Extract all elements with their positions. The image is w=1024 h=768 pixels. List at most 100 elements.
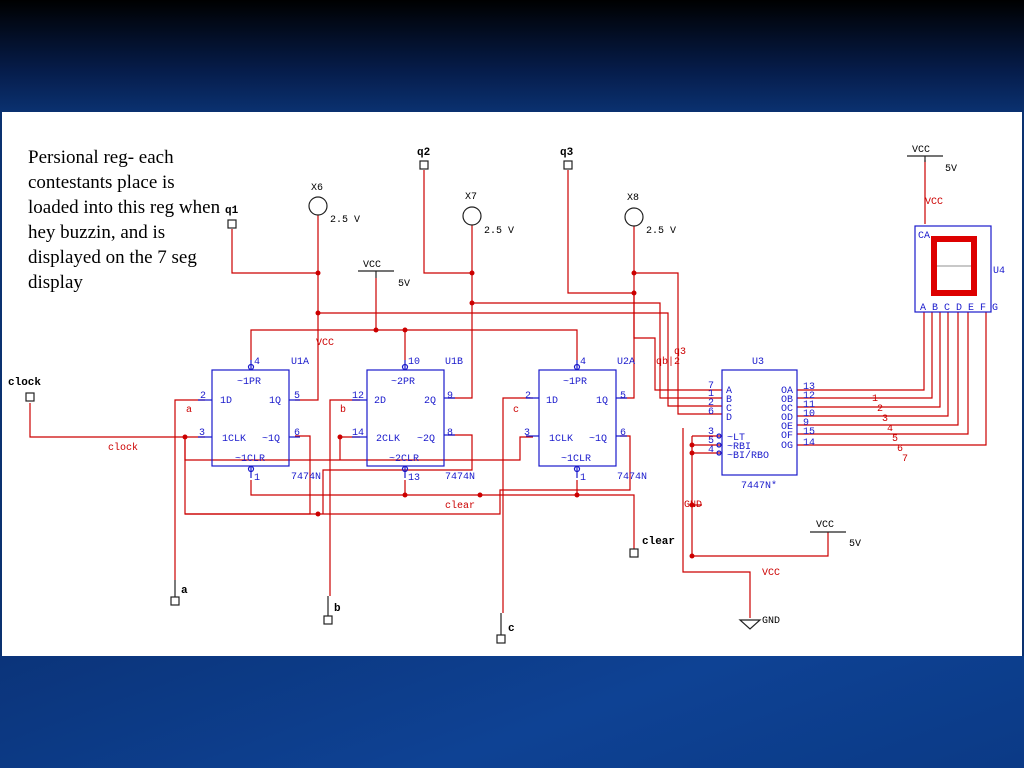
svg-text:14: 14	[803, 438, 815, 449]
svg-text:2D: 2D	[374, 396, 386, 407]
svg-text:~1CLR: ~1CLR	[235, 454, 265, 465]
svg-text:U2A: U2A	[617, 357, 635, 368]
probe-x7-voltage: 2.5 V	[484, 226, 514, 237]
svg-text:11: 11	[803, 400, 815, 411]
svg-text:~1CLR: ~1CLR	[561, 454, 591, 465]
svg-text:3: 3	[524, 428, 530, 439]
svg-text:2: 2	[200, 391, 206, 402]
probe-x8: X8 2.5 V	[624, 193, 676, 237]
svg-text:CA: CA	[918, 231, 930, 242]
svg-text:A B C D E F G: A B C D E F G	[920, 303, 998, 314]
svg-text:OF: OF	[781, 431, 793, 442]
io-connectors	[25, 160, 639, 644]
flipflop-u1b: 10 U1B ~2PR 12 2D 2Q 9 14 2CLK ~2Q 8 ~2C…	[352, 357, 475, 484]
svg-text:7447N*: 7447N*	[741, 480, 777, 492]
decoder-u3: U3 7447N* 7 A 1 B 2 C 6 D 3 ~LT 5 ~RBI 4…	[708, 357, 815, 492]
svg-text:3: 3	[708, 427, 714, 438]
svg-text:~1PR: ~1PR	[563, 377, 587, 388]
q1-output-label: q1	[225, 205, 239, 217]
svg-text:OD: OD	[781, 413, 793, 424]
svg-text:12: 12	[352, 391, 364, 402]
seg-net-2: 2	[877, 404, 883, 415]
svg-text:~2CLR: ~2CLR	[389, 454, 419, 465]
svg-text:7: 7	[708, 381, 714, 392]
svg-text:5V: 5V	[398, 279, 410, 290]
svg-text:VCC: VCC	[762, 568, 780, 579]
ground-symbol: GND GND	[684, 500, 780, 630]
svg-text:3: 3	[199, 428, 205, 439]
bottom-band	[0, 656, 1024, 768]
svg-text:7474N: 7474N	[617, 472, 647, 483]
probe-x6-voltage: 2.5 V	[330, 215, 360, 226]
svg-text:1CLK: 1CLK	[222, 434, 246, 445]
svg-text:VCC: VCC	[816, 520, 834, 531]
svg-text:13: 13	[803, 382, 815, 393]
svg-text:1CLK: 1CLK	[549, 434, 573, 445]
svg-text:1D: 1D	[220, 396, 232, 407]
net-label-q3: q3	[674, 347, 686, 358]
svg-text:D: D	[726, 413, 732, 424]
svg-text:U1B: U1B	[445, 357, 463, 368]
probe-x6-name: X6	[311, 183, 323, 194]
svg-text:1: 1	[254, 473, 260, 484]
seven-segment-display: CA U4 A B C D E F G	[914, 225, 1005, 314]
svg-text:A: A	[726, 386, 732, 397]
seg-net-4: 4	[887, 424, 893, 435]
svg-text:2: 2	[525, 391, 531, 402]
junctions	[182, 270, 695, 559]
svg-text:OE: OE	[781, 422, 793, 433]
svg-text:5V: 5V	[945, 164, 957, 175]
svg-text:8: 8	[447, 428, 453, 439]
svg-text:4: 4	[580, 357, 586, 368]
svg-text:VCC: VCC	[912, 145, 930, 156]
svg-text:2Q: 2Q	[424, 396, 436, 407]
svg-text:12: 12	[803, 391, 815, 402]
svg-text:7474N: 7474N	[291, 472, 321, 483]
probe-x8-voltage: 2.5 V	[646, 226, 676, 237]
svg-text:4: 4	[254, 357, 260, 368]
probe-x8-name: X8	[627, 193, 639, 204]
svg-text:C: C	[726, 404, 732, 415]
svg-text:1: 1	[708, 389, 714, 400]
svg-text:U3: U3	[752, 357, 764, 368]
c-output-label: c	[508, 623, 515, 635]
vcc-net-label: VCC	[316, 338, 334, 349]
svg-text:5: 5	[708, 436, 714, 447]
svg-text:1: 1	[580, 473, 586, 484]
svg-text:5: 5	[294, 391, 300, 402]
svg-text:OC: OC	[781, 404, 793, 415]
a-net-label: a	[186, 405, 192, 416]
svg-text:9: 9	[803, 418, 809, 429]
svg-text:OB: OB	[781, 395, 793, 406]
seg-net-6: 6	[897, 444, 903, 455]
svg-text:1D: 1D	[546, 396, 558, 407]
caption-text: Persional reg- each contestants place is…	[28, 147, 221, 293]
seg-net-1: 1	[872, 394, 878, 405]
net-label-qbq2: qb|2	[656, 356, 680, 368]
svg-text:~LT: ~LT	[727, 433, 745, 444]
svg-text:OA: OA	[781, 386, 793, 397]
svg-text:13: 13	[408, 473, 420, 484]
svg-text:~2Q: ~2Q	[417, 434, 435, 445]
c-net-label: c	[513, 405, 519, 416]
q2-output-label: q2	[417, 147, 430, 159]
vcc-source-decoder: VCC 5V VCC	[762, 520, 861, 579]
wires	[29, 160, 987, 618]
svg-text:10: 10	[408, 357, 420, 368]
svg-text:4: 4	[708, 445, 714, 456]
svg-text:B: B	[726, 395, 732, 406]
flipflop-u2a: 4 U2A ~1PR 2 1D 1Q 5 3 1CLK ~1Q 6 ~1CLR …	[524, 357, 647, 484]
svg-text:~1PR: ~1PR	[237, 377, 261, 388]
svg-text:~RBI: ~RBI	[727, 442, 751, 453]
svg-text:6: 6	[620, 428, 626, 439]
svg-text:GND: GND	[684, 500, 702, 511]
a-output-label: a	[181, 585, 188, 597]
svg-text:2CLK: 2CLK	[376, 434, 400, 445]
seg-net-5: 5	[892, 434, 898, 445]
clock-net-label: clock	[108, 442, 138, 454]
clear-net-label: clear	[445, 500, 475, 512]
q3-output-label: q3	[560, 147, 574, 159]
seg-net-7: 7	[902, 454, 908, 465]
vcc-source-display: VCC 5V VCC	[907, 145, 957, 208]
svg-text:7474N: 7474N	[445, 472, 475, 483]
